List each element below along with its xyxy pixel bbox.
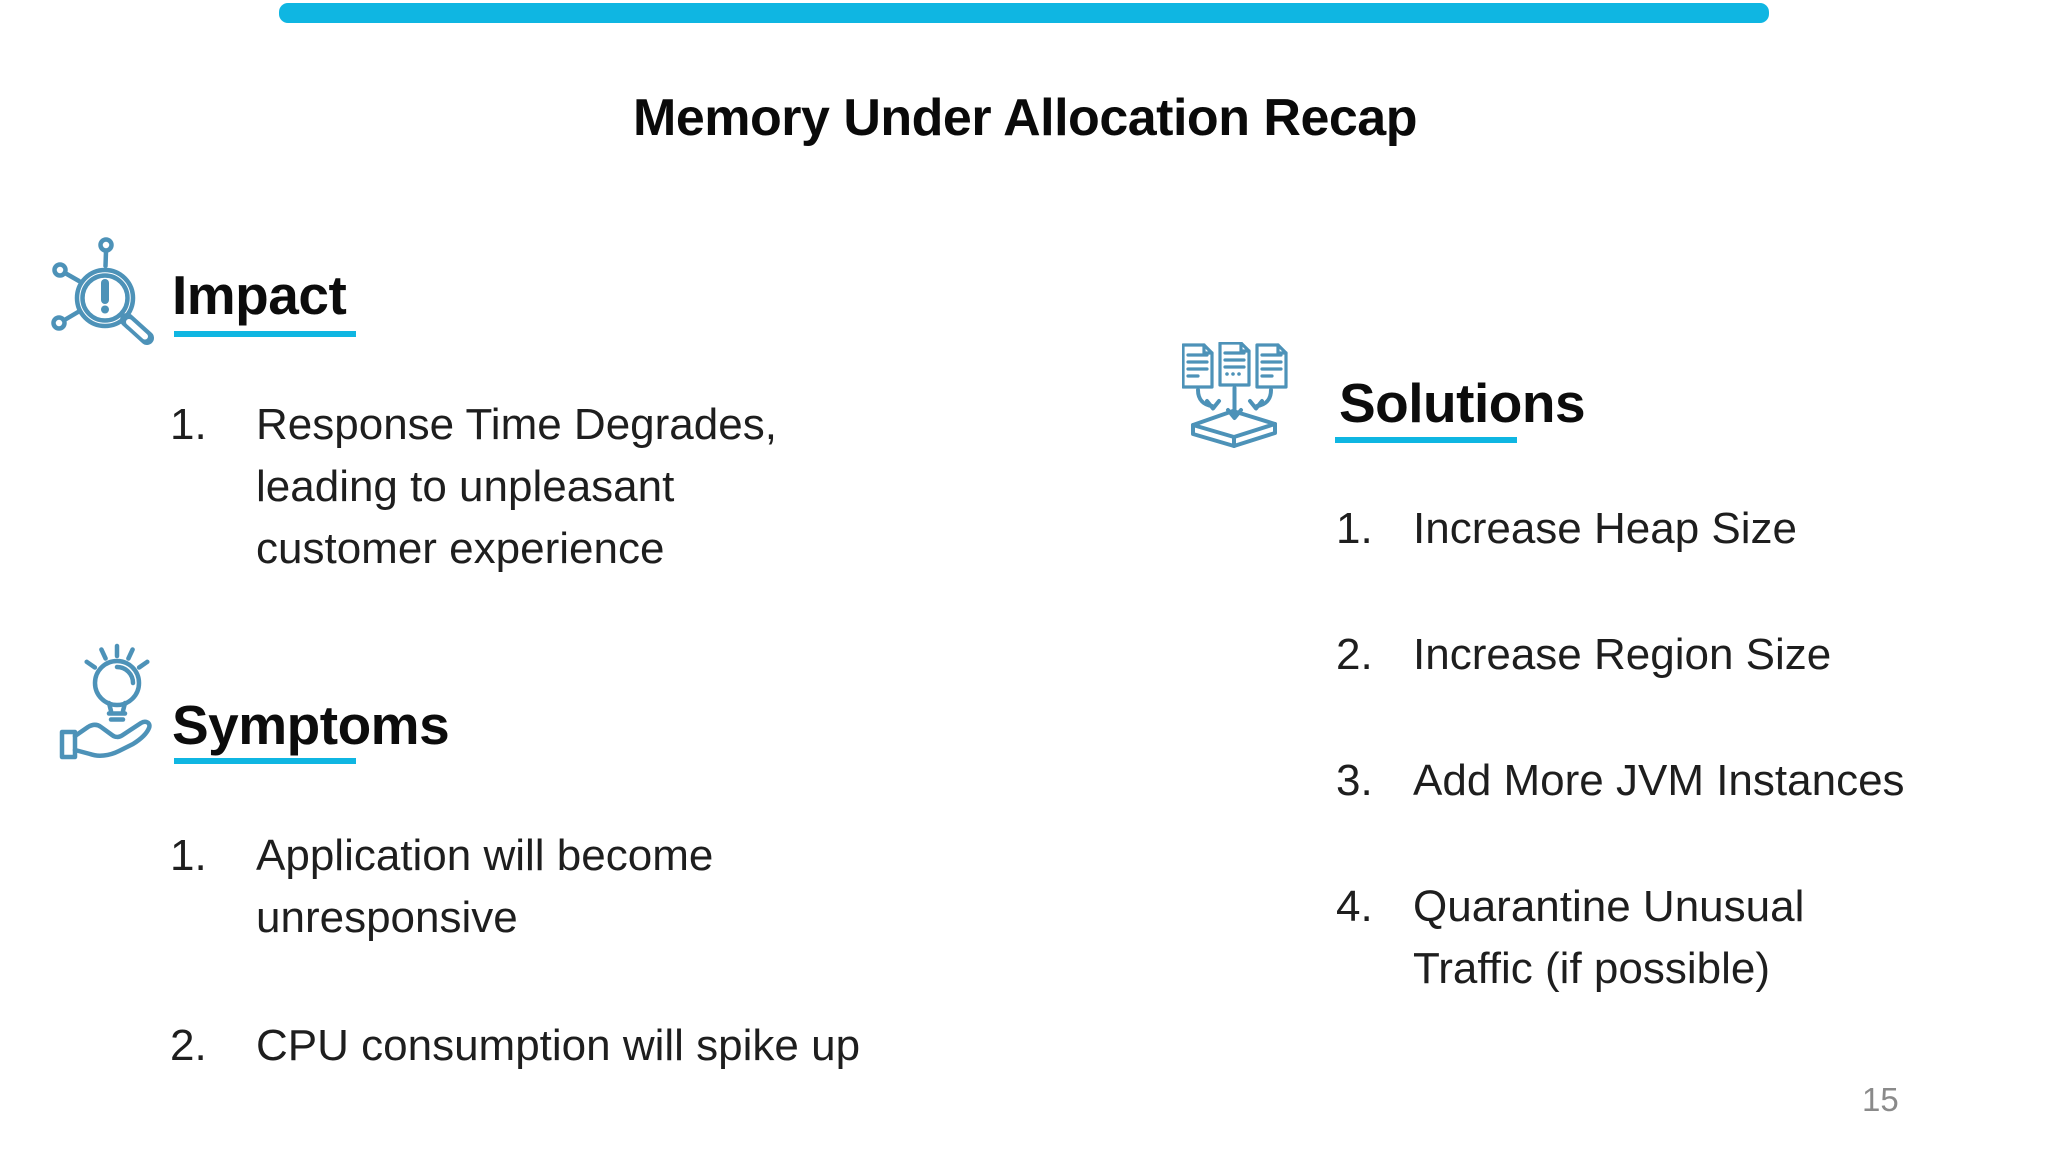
list-item-text: Quarantine Unusual Traffic (if possible) xyxy=(1413,882,1805,993)
section-heading-symptoms: Symptoms xyxy=(172,694,450,756)
list-item-number xyxy=(170,1015,256,1077)
list-item: Increase Region Size xyxy=(1336,624,1905,686)
list-item-text: CPU consumption will spike up xyxy=(256,1021,861,1070)
list-item-number xyxy=(170,394,256,456)
impact-list: Response Time Degrades, leading to unple… xyxy=(170,394,836,580)
section-heading-impact: Impact xyxy=(172,264,347,326)
list-item-text: Add More JVM Instances xyxy=(1413,756,1905,805)
solutions-list: Increase Heap Size Increase Region Size … xyxy=(1336,498,1905,1000)
list-item-number xyxy=(1336,498,1413,560)
list-item-text: Increase Heap Size xyxy=(1413,504,1797,553)
solutions-heading-underline xyxy=(1335,437,1517,443)
hand-lightbulb-icon xyxy=(59,643,152,760)
list-item-text: Increase Region Size xyxy=(1413,630,1832,679)
symptoms-heading-underline xyxy=(174,758,356,764)
section-heading-solutions: Solutions xyxy=(1339,372,1586,434)
page-number: 15 xyxy=(1862,1081,1899,1118)
list-item-text: Application will become unresponsive xyxy=(256,831,714,942)
impact-heading-underline xyxy=(174,331,356,337)
list-item: Increase Heap Size xyxy=(1336,498,1905,560)
list-item: Quarantine Unusual Traffic (if possible) xyxy=(1336,876,1905,1000)
slide-title: Memory Under Allocation Recap xyxy=(633,89,1417,147)
list-item: Add More JVM Instances xyxy=(1336,750,1905,812)
list-item: Response Time Degrades, leading to unple… xyxy=(170,394,836,580)
list-item-text: Response Time Degrades, leading to unple… xyxy=(256,400,777,573)
magnifier-alert-icon xyxy=(51,237,154,345)
list-item: Application will become unresponsive xyxy=(170,825,860,949)
symptoms-list: Application will become unresponsive CPU… xyxy=(170,825,860,1077)
list-item-number xyxy=(1336,876,1413,938)
list-item-number xyxy=(170,825,256,887)
list-item: CPU consumption will spike up xyxy=(170,1015,860,1077)
list-item-number xyxy=(1336,624,1413,686)
top-accent-bar xyxy=(279,3,1769,23)
documents-to-box-icon xyxy=(1182,342,1288,448)
list-item-number xyxy=(1336,750,1413,812)
